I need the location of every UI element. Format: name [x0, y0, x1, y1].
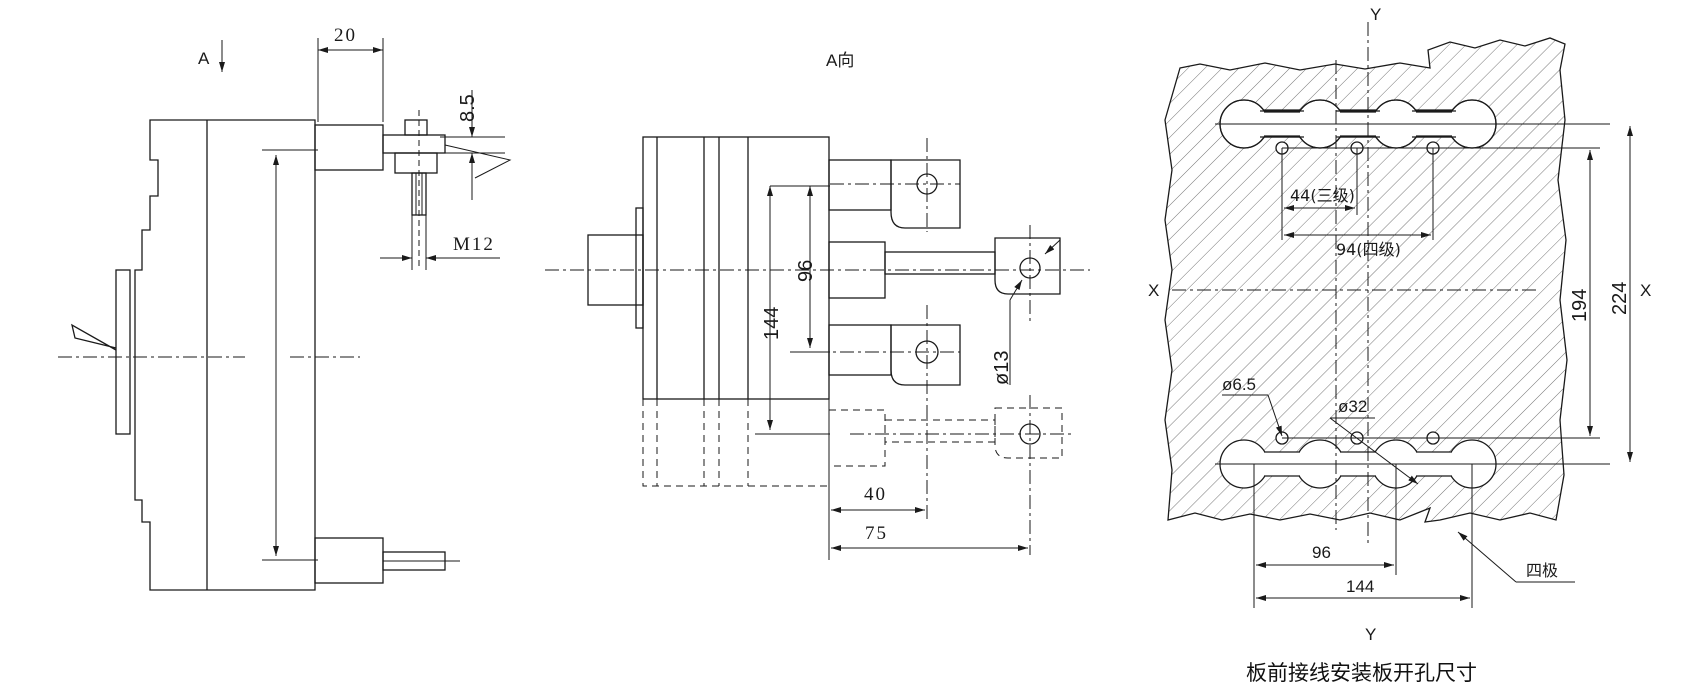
breaker-body-outline: [134, 119, 316, 591]
terminal-3-lug: [890, 324, 961, 386]
panel-plate: [1164, 37, 1568, 523]
handle-base: [115, 269, 131, 435]
side-view: A 20 8.5: [58, 25, 512, 591]
dim-o13-label: ø13: [991, 351, 1013, 385]
top-terminal-block: [314, 124, 384, 171]
dim-96-bottom-label: 96: [1312, 543, 1331, 562]
terminal-2-lug: [994, 237, 1061, 295]
axis-x-left-label: X: [1148, 281, 1159, 300]
dim-94-label: 94(四级): [1336, 240, 1401, 259]
dim-20-label: 20: [334, 25, 357, 46]
dim-224-label: 224: [1609, 282, 1631, 315]
bottom-terminal-block: [314, 537, 384, 584]
dim-o32-label: ø32: [1338, 397, 1367, 416]
dim-o6-5-label: ø6.5: [1222, 375, 1256, 394]
dim-8-5-label: 8.5: [457, 94, 479, 122]
dim-96-label: 96: [795, 260, 817, 282]
terminal-4-lug: [994, 407, 1063, 459]
handle-lever: [71, 323, 117, 351]
four-pole-leader: [1457, 531, 1517, 583]
view-a-title: A向: [826, 51, 854, 70]
dim-75-label: 75: [865, 523, 888, 544]
dim-144-bottom-label: 144: [1346, 577, 1374, 596]
four-pole-label: 四极: [1526, 561, 1558, 580]
axis-y-top-label: Y: [1370, 5, 1381, 24]
view-a: A向: [545, 51, 1090, 560]
terminal-1-block: [828, 159, 892, 211]
dim-144-label: 144: [761, 307, 783, 340]
dim-40-label: 40: [864, 484, 887, 505]
top-terminal-bar: [382, 134, 446, 154]
view-a-fourth-pole-outline: [642, 399, 830, 487]
terminal-1-lug: [890, 159, 961, 229]
terminal-3-block: [828, 324, 892, 376]
dim-m12-label: M12: [453, 234, 495, 255]
dim-194-label: 194: [1569, 289, 1591, 322]
view-arrow-label: A: [198, 49, 210, 68]
terminal-2-bar: [884, 251, 996, 275]
axis-y-bottom-label: Y: [1365, 625, 1376, 644]
terminal-4-block: [828, 409, 886, 467]
axis-x-right-label: X: [1640, 281, 1651, 300]
panel-cutout: Y Y X X 44(三级) 94(四级) 194 224 ø6.5 ø32 9…: [1148, 5, 1651, 685]
panel-caption: 板前接线安装板开孔尺寸: [1246, 661, 1477, 685]
dim-44-label: 44(三级): [1290, 186, 1355, 205]
